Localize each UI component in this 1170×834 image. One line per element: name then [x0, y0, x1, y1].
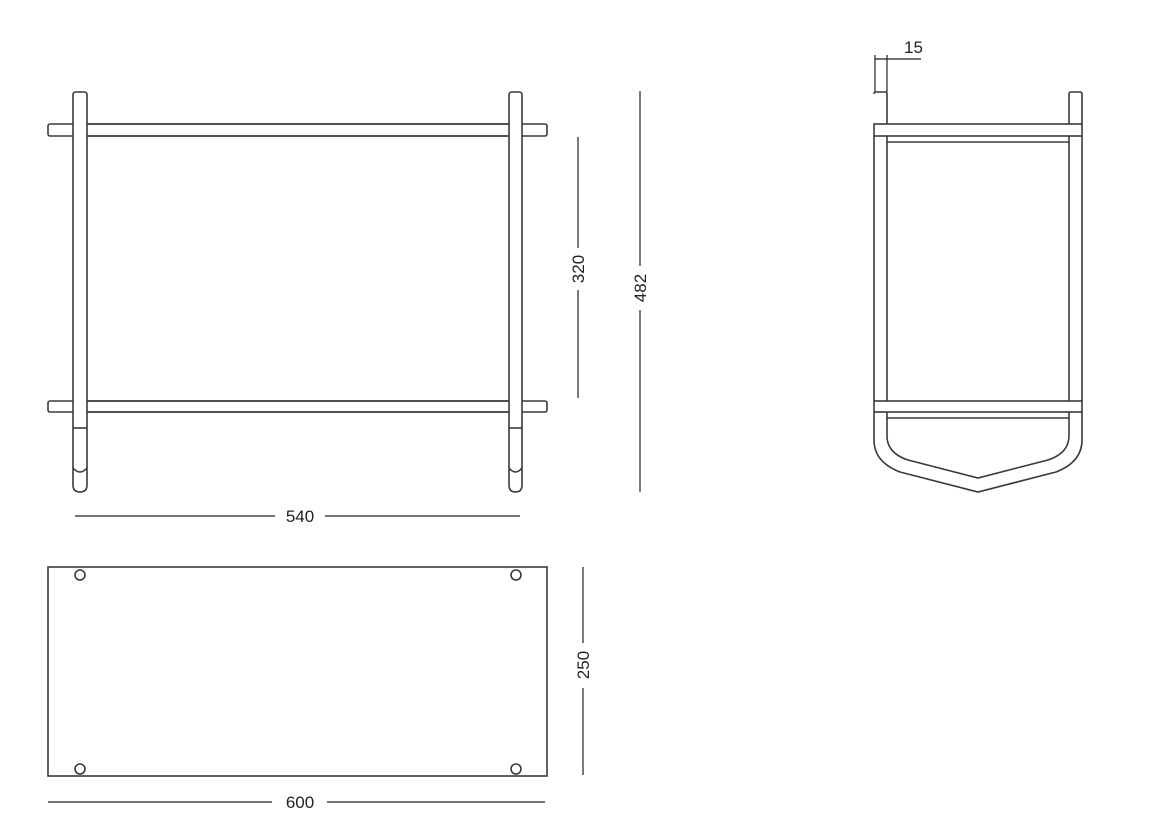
side-view	[873, 91, 1083, 493]
bottom-shelf-side	[873, 400, 1083, 413]
leg-hole	[510, 763, 522, 775]
leg-hole	[510, 569, 522, 581]
front-view	[47, 91, 548, 493]
dimension-label-482: 482	[631, 274, 650, 302]
dimension-540: 540	[75, 507, 520, 526]
dimension-15: 15	[874, 38, 923, 92]
dimension-label-600: 600	[286, 793, 314, 812]
dimension-label-320: 320	[569, 255, 588, 283]
dimension-label-15: 15	[904, 38, 923, 57]
right-leg	[508, 91, 523, 493]
tabletop-outline	[47, 566, 548, 777]
dimension-600: 600	[48, 793, 545, 812]
dimension-250: 250	[574, 567, 593, 775]
dimension-label-540: 540	[286, 507, 314, 526]
dimension-label-250: 250	[574, 651, 593, 679]
left-leg	[72, 91, 88, 493]
leg-hole	[74, 763, 86, 775]
dimension-320: 320	[569, 137, 588, 398]
leg-hole	[74, 569, 86, 581]
bottom-shelf-front	[47, 400, 548, 413]
top-shelf-side	[873, 123, 1083, 137]
base-loop	[873, 412, 1083, 493]
top-shelf-front	[47, 123, 548, 137]
top-view	[47, 566, 548, 777]
dimension-482: 482	[631, 91, 650, 492]
